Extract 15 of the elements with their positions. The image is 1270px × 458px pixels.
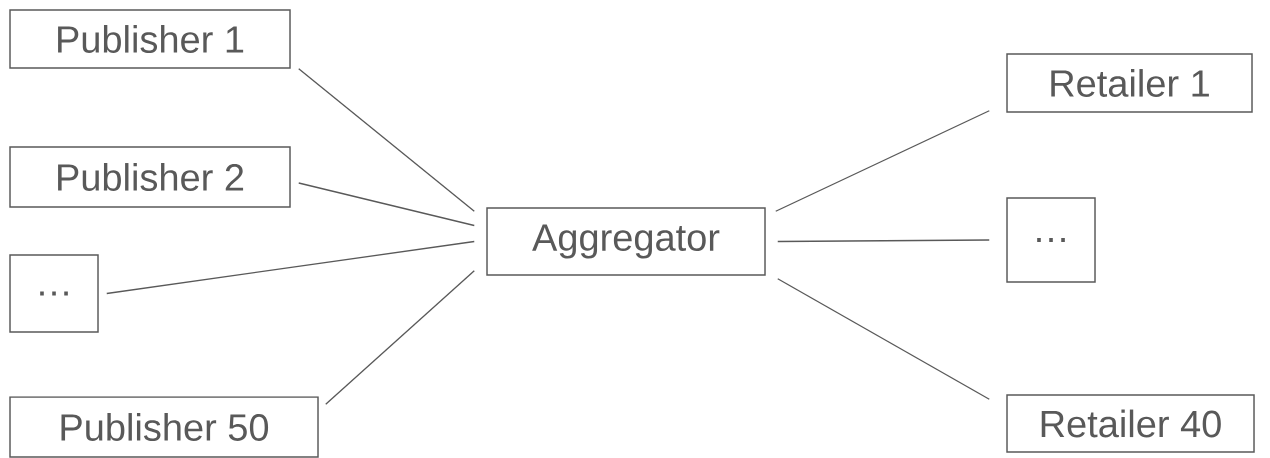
connector-line [106,240,475,295]
label-box: … [9,254,99,333]
connector-line [777,239,990,243]
label-box: Publisher 1 [9,9,291,69]
label-box: Retailer 40 [1006,394,1255,453]
connector-line [777,278,990,400]
label-box: Publisher 2 [9,146,291,208]
connector-line [298,68,475,212]
connector-line [298,182,475,227]
connector-line [325,270,475,405]
label-box: Retailer 1 [1006,53,1253,113]
label-box: Aggregator [486,207,766,276]
label-box: Publisher 50 [9,396,319,458]
label-box: … [1006,197,1096,283]
connector-line [775,110,990,212]
